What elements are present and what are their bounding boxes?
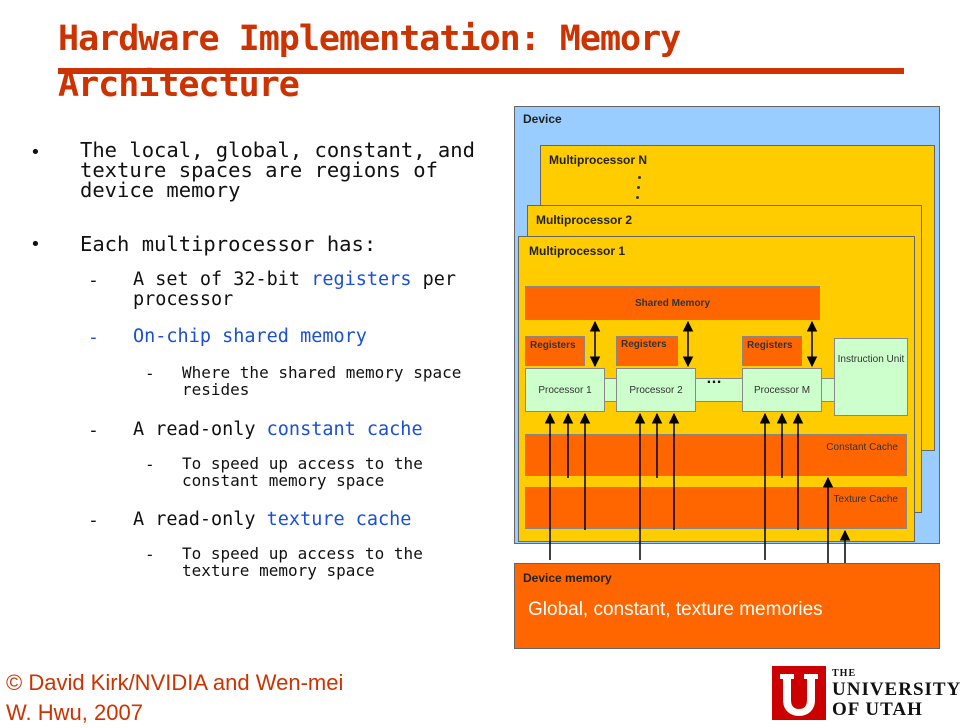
dash-marker: - xyxy=(88,420,99,441)
device-memory-box xyxy=(514,563,940,649)
device-memory-label: Device memory xyxy=(523,571,612,585)
sub-bullet-text: A read-only xyxy=(133,509,267,530)
dash-marker: - xyxy=(88,510,99,531)
university-of-utah-logo: THE UNIVERSITY OF UTAH xyxy=(772,666,960,720)
sub-sub-bullet-shared: Where the shared memory space resides xyxy=(182,363,462,399)
device-label: Device xyxy=(523,112,562,126)
dash-marker: - xyxy=(145,364,155,383)
processor-2-block: Processor 2 xyxy=(616,368,696,412)
bullet-each-multiprocessor: Each multiprocessor has: xyxy=(80,232,377,256)
multiprocessor-2-label: Multiprocessor 2 xyxy=(536,213,633,227)
dash-marker: - xyxy=(88,270,99,291)
sub-bullet-shared-memory: On-chip shared memory xyxy=(133,326,367,347)
sub-sub-bullet-texture: To speed up access to the texture memory… xyxy=(182,544,423,580)
global-memories-label: Global, constant, texture memories xyxy=(528,599,823,620)
registers-1-block: Registers xyxy=(525,336,585,366)
texture-cache-block xyxy=(525,487,907,529)
bullet-dot: • xyxy=(30,142,41,163)
shared-memory-block: Shared Memory xyxy=(525,286,820,320)
highlight-texture-cache: texture cache xyxy=(266,509,412,530)
sub-bullet-text: A read-only xyxy=(133,419,267,440)
logo-line-the: THE xyxy=(832,668,857,679)
vertical-ellipsis-icon xyxy=(636,176,642,206)
multiprocessor-n-label: Multiprocessor N xyxy=(549,153,648,167)
bullet-dot: • xyxy=(30,234,41,255)
dash-marker: - xyxy=(145,455,155,474)
dash-marker: - xyxy=(145,545,155,564)
shared-memory-arrows xyxy=(589,320,818,368)
constant-cache-label: Constant Cache xyxy=(826,442,898,453)
sub-bullet-text: A set of 32-bit xyxy=(133,269,312,290)
sub-bullet-texture-cache: A read-only texture cache xyxy=(133,510,473,530)
utah-u-icon xyxy=(772,666,826,720)
multiprocessor-1-label: Multiprocessor 1 xyxy=(529,244,626,258)
instruction-unit-block: Instruction Unit xyxy=(834,338,908,416)
sub-bullet-text: per processor xyxy=(133,269,457,310)
sub-bullet-constant-cache: A read-only constant cache xyxy=(133,420,473,440)
title-underline xyxy=(58,68,904,74)
highlight-registers: registers xyxy=(311,269,412,290)
bullet-regions: The local, global, constant, and texture… xyxy=(80,138,475,202)
sub-bullet-registers: A set of 32-bit registers per processor xyxy=(133,270,473,310)
memory-to-cache-arrows xyxy=(822,476,851,563)
constant-cache-block xyxy=(525,434,907,476)
copyright-text: © David Kirk/NVIDIA and Wen-mei W. Hwu, … xyxy=(6,670,344,725)
processor-1-block: Processor 1 xyxy=(525,368,605,412)
horizontal-ellipsis-icon: … xyxy=(706,370,723,387)
highlight-constant-cache: constant cache xyxy=(266,419,423,440)
cache-to-processor-arrows xyxy=(544,412,804,560)
sub-sub-bullet-constant: To speed up access to the constant memor… xyxy=(182,454,423,490)
registers-2-block: Registers xyxy=(616,336,678,366)
texture-cache-label: Texture Cache xyxy=(833,494,898,505)
dash-marker: - xyxy=(88,327,99,348)
processor-m-block: Processor M xyxy=(742,368,822,412)
registers-m-block: Registers xyxy=(742,336,802,366)
logo-line-of-utah: OF UTAH xyxy=(832,699,923,720)
logo-line-university: UNIVERSITY xyxy=(832,679,960,700)
